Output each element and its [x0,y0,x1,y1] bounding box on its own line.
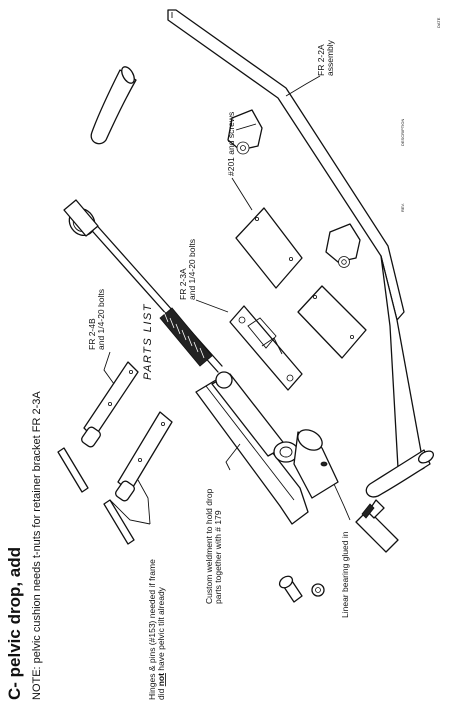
frame-bar-assembly [90,9,435,498]
label-fr23a-line2: and 1/4-20 bolts [187,239,197,300]
hinges-rest-text: have pelvic tilt already [156,586,166,673]
parts-list-heading: PARTS LIST [142,303,154,380]
latch-lever [355,499,399,553]
bar-clamp-upper [227,109,263,155]
label-201-screws: #201 and screws [226,112,236,176]
title-block-description: DESCRIPTION [400,119,405,146]
hinges-did-text: did [156,686,166,700]
custom-weldment [195,371,309,525]
hinge-pin-upper [57,447,89,493]
label-fr24b-line1: FR 2-4B [87,318,97,350]
linear-bearing [293,429,339,499]
hinge-plate-upper [81,361,139,448]
label-linear-bearing: Linear bearing glued in [340,531,350,618]
plate-upper [235,207,303,289]
drawing-title: C- pelvic drop, add [5,547,24,700]
label-hinges-line1: Hinges & pins (#153) needed if frame [147,559,157,700]
bar-clamp-lower [325,223,361,268]
hinge-pin-lower [103,499,135,545]
label-fr24b-line2: and 1/4-20 bolts [96,289,106,350]
label-weldment-line1: Custom weldment to hold drop [204,488,214,604]
bolt [278,575,303,603]
title-block-rev: REV. [400,203,405,212]
hinge-plate-lower [115,411,173,502]
compression-spring [159,307,213,367]
plate-lower [297,285,367,359]
nut [311,583,325,597]
label-fr22a-line2: assembly [325,39,335,76]
label-fr22a-line1: FR 2-2A [316,44,326,76]
bracket-fr23a [229,305,303,391]
label-weldment-line2: parts together with # 179 [213,510,223,604]
label-fr23a-line1: FR 2-3A [178,268,188,300]
hinges-not-text: not [156,673,166,686]
drawing-note: NOTE: pelvic cushion needs t-nuts for re… [31,391,43,700]
leader-lines [103,75,351,525]
label-hinges-line2: did not have pelvic tilt already [156,586,166,700]
title-block-date: DATE [436,17,441,28]
